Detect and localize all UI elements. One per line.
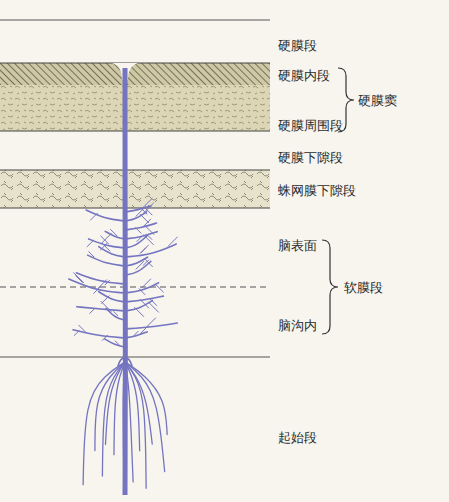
segment-label: 蛛网膜下隙段	[278, 183, 356, 199]
segment-label: 硬膜周围段	[278, 118, 343, 134]
segment-label: 硬膜窦	[358, 93, 397, 109]
segment-label: 脑沟内	[278, 318, 317, 334]
segment-label: 硬膜段	[278, 38, 317, 54]
arachnoid-layer	[0, 170, 270, 208]
dura-outer-layer	[0, 85, 270, 131]
vein	[69, 68, 178, 495]
segment-label: 脑表面	[278, 238, 317, 254]
segment-label: 硬膜下隙段	[278, 150, 343, 166]
origin-line	[0, 357, 270, 358]
top-line	[0, 20, 270, 21]
sulcus-line	[0, 287, 270, 288]
segment-label: 硬膜内段	[278, 68, 330, 84]
dura-inner-layer	[0, 63, 270, 85]
pia-bracket	[322, 240, 338, 334]
segment-label: 软膜段	[344, 280, 383, 296]
segment-label: 起始段	[278, 430, 317, 446]
